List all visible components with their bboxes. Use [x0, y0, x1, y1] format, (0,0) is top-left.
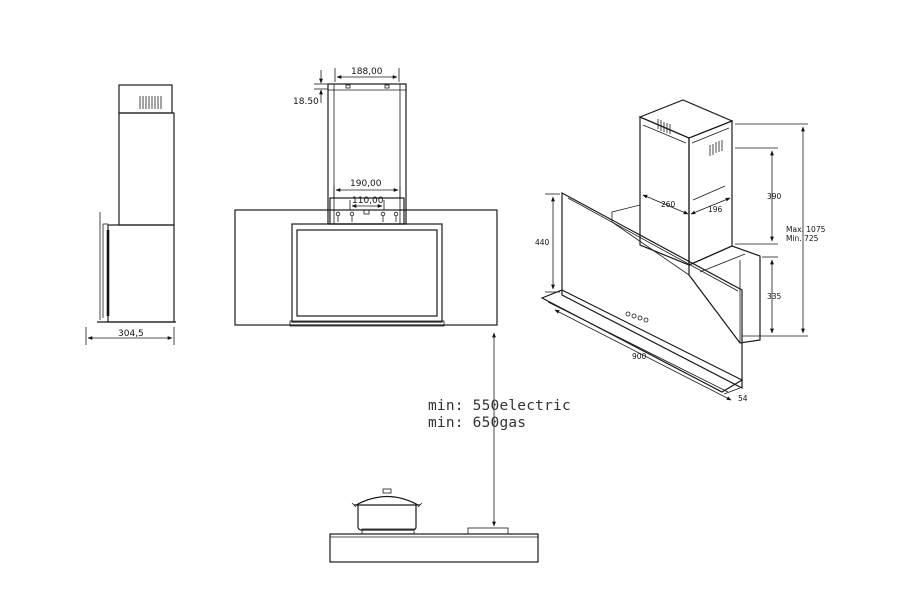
dim-chimney-depth: 260: [661, 200, 676, 209]
dim-iso-chimney-width: 196: [708, 205, 723, 214]
iso-vent-right: [709, 140, 723, 156]
front-bracket: [329, 197, 405, 225]
iso-view: 440 260 196 390 335 Max. 1075 Min. 725 9…: [535, 99, 826, 403]
front-view: 188,00 18.50 190,00 110,00: [234, 67, 498, 327]
min-electric-label: min: 550electric: [428, 398, 571, 414]
dim-hole-spacing: 110,00: [352, 196, 384, 206]
side-body: [107, 224, 175, 323]
front-inner-frame: [291, 223, 443, 323]
burner-left: [361, 528, 415, 535]
iso-glass-panel: [561, 191, 743, 389]
iso-body: [688, 245, 761, 344]
dim-lower-height: 335: [767, 292, 782, 301]
dim-depth: 304,5: [118, 329, 144, 339]
dim-bracket-width: 190,00: [350, 179, 382, 189]
dim-total-height-min: Min. 725: [786, 234, 819, 243]
vent-slots: [139, 96, 162, 109]
dim-iso-width: 900: [632, 352, 647, 361]
dim-total-height-max: Max. 1075: [786, 225, 826, 234]
min-gas-label: min: 650gas: [428, 415, 526, 431]
side-chimney-top: [118, 84, 173, 114]
iso-vent-left: [657, 119, 671, 134]
side-chimney-lower: [118, 112, 175, 226]
dim-chimney-width: 188,00: [351, 67, 383, 77]
pot-icon: [351, 488, 423, 531]
countertop: [329, 533, 539, 563]
front-filter: [296, 229, 438, 317]
iso-chimney-front: [639, 116, 690, 266]
bracket-holes: [335, 209, 399, 222]
front-glass-panel: [234, 209, 498, 326]
burner-right: [467, 527, 509, 535]
iso-control-buttons: [625, 311, 649, 323]
installation-view: min: 550electric min: 650gas: [329, 332, 571, 563]
dim-chimney-offset: 18.50: [293, 97, 319, 107]
dim-thickness: 54: [738, 394, 748, 403]
iso-chimney-side: [688, 120, 733, 266]
side-view: 304,5: [85, 84, 176, 345]
dim-panel-height: 440: [535, 238, 550, 247]
dim-chimney-height: 390: [767, 192, 782, 201]
